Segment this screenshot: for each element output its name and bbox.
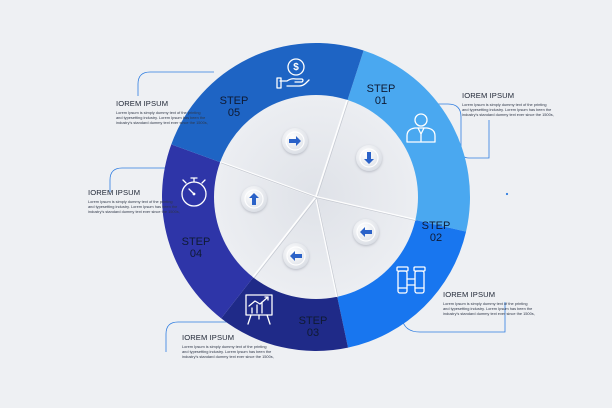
divider-line (252, 196, 317, 279)
arrow-left-icon (290, 251, 302, 261)
growth-chart-icon (245, 294, 273, 325)
note-title: IOREM IPSUM (443, 290, 496, 299)
stopwatch-icon (181, 177, 207, 207)
connector-line (109, 167, 178, 192)
divider-shadow (253, 197, 318, 279)
note-title: IOREM IPSUM (88, 188, 141, 197)
step-number: 01 (375, 95, 387, 107)
divider-line (219, 161, 317, 199)
step-word: STEP (182, 236, 211, 248)
note-step-05: IOREM IPSUM Lorem Ipsum is simply dummy … (116, 99, 208, 125)
step-number: 05 (228, 107, 240, 119)
note-step-04: IOREM IPSUM Lorem Ipsum is simply dummy … (88, 188, 180, 214)
note-title: IOREM IPSUM (116, 99, 169, 108)
outer-ring (161, 43, 470, 352)
connector-line (165, 321, 236, 352)
businessman-icon (406, 113, 436, 143)
note-title: IOREM IPSUM (182, 333, 235, 342)
dollar-glyph: $ (293, 62, 299, 73)
arrow-down-icon (364, 152, 374, 164)
ring-segment-step-05 (171, 43, 364, 163)
step-word: STEP (422, 220, 451, 232)
divider-line (314, 196, 339, 297)
arrow-button-step-05 (282, 128, 308, 154)
binoculars-icon (396, 266, 426, 294)
arrow-button-step-01 (356, 145, 382, 171)
divider-shadow (316, 100, 349, 198)
note-body: Lorem Ipsum is simply dummy text of the … (462, 102, 554, 117)
decor-dot (505, 192, 509, 196)
arrow-buttons (241, 128, 382, 269)
step-number: 04 (190, 248, 202, 260)
divider-line (315, 195, 416, 222)
stopwatch-pivot (192, 192, 196, 196)
note-title: IOREM IPSUM (462, 91, 515, 100)
divider-shadow (316, 197, 339, 298)
step-icons: $ (181, 58, 436, 325)
button-ring (356, 222, 376, 242)
arrow-button-step-03 (283, 243, 309, 269)
connector-line (137, 71, 214, 96)
divider-shadow (316, 197, 417, 222)
button-ring (286, 246, 306, 266)
ring-segment-step-04 (161, 144, 254, 319)
step-number: 03 (307, 327, 319, 339)
button-ring (285, 131, 305, 151)
step-word: STEP (367, 83, 396, 95)
note-body: Lorem Ipsum is simply dummy text of the … (116, 110, 208, 125)
step-number: 02 (430, 232, 442, 244)
divider-line (314, 99, 349, 198)
ring-segment-step-01 (347, 50, 470, 232)
arrow-right-icon (289, 136, 301, 146)
note-body: Lorem Ipsum is simply dummy text of the … (182, 344, 274, 359)
arrow-button-step-04 (241, 186, 267, 212)
step-word: STEP (220, 95, 249, 107)
arrow-button-step-02 (353, 219, 379, 245)
note-step-03: IOREM IPSUM Lorem Ipsum is simply dummy … (182, 333, 274, 359)
note-body: Lorem Ipsum is simply dummy text of the … (88, 199, 180, 214)
note-step-02: IOREM IPSUM Lorem Ipsum is simply dummy … (443, 290, 535, 316)
note-step-01: IOREM IPSUM Lorem Ipsum is simply dummy … (462, 91, 554, 117)
arrow-left-icon (360, 227, 372, 237)
step-word: STEP (299, 315, 328, 327)
divider-shadow (220, 162, 317, 199)
note-body: Lorem Ipsum is simply dummy text of the … (443, 301, 535, 316)
arrow-up-icon (249, 193, 259, 205)
button-ring (244, 189, 264, 209)
money-hand-icon: $ (276, 58, 310, 89)
inner-dividers (219, 99, 417, 298)
button-ring (359, 148, 379, 168)
ring-segment-step-02 (336, 219, 467, 348)
